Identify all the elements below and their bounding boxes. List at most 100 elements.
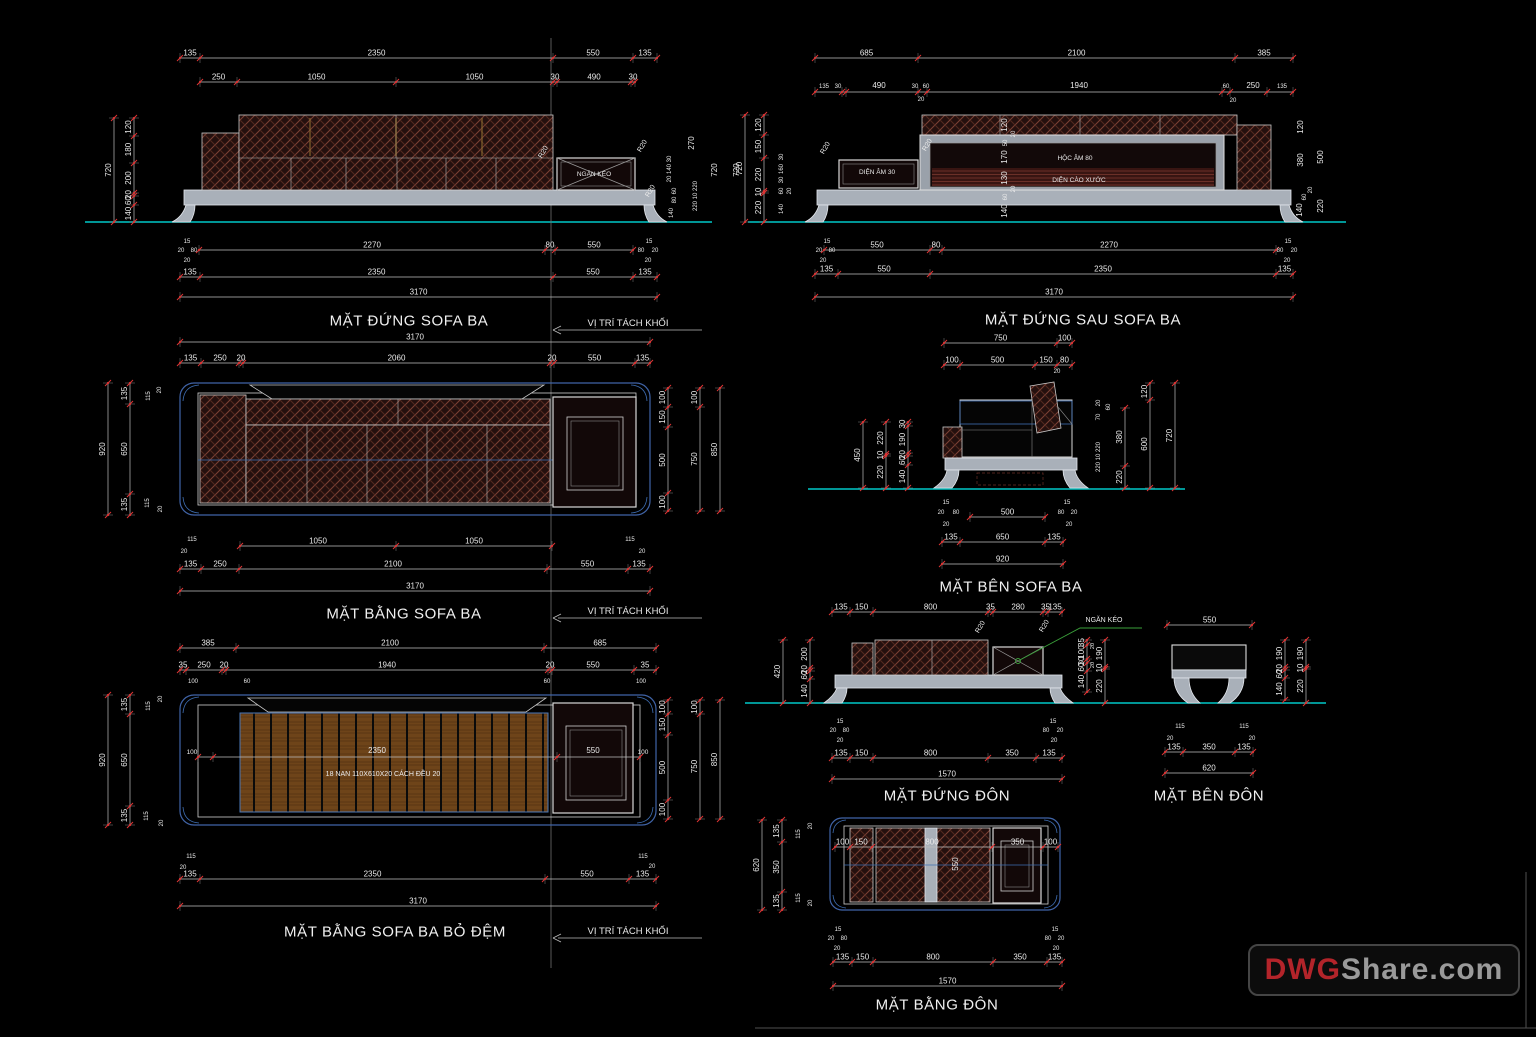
dim-tick-dot [666,491,670,495]
dim-tick-dot [196,755,200,759]
dim-text: 20 [1308,186,1314,193]
drawing-title-side-elevation-sofa: MẶT BÊN SOFA BA [939,578,1083,596]
dim-tick-dot [199,361,203,365]
dim-tick-dot [1251,750,1255,754]
dim-text: 20 [546,661,555,670]
dim-tick-dot [132,220,136,224]
dim-tick-dot [1228,90,1232,94]
dim-text: 60 [544,679,551,685]
dim-tick-dot [1034,756,1038,760]
dim-tick-dot [1070,363,1074,367]
dim-tick-dot [940,248,944,252]
dim-tick-dot [631,248,635,252]
dim-text: 220 10 220 [693,180,699,211]
dim-text: 100 [690,700,699,714]
dim-tick-dot [1163,771,1167,775]
dim-text: 550 [588,354,602,363]
dim-tick-dot [654,668,658,672]
dim-tick-dot [1033,363,1037,367]
dim-tick-dot [1304,701,1308,705]
dim-text: 20 [124,190,133,199]
dim-tick-dot [760,818,764,822]
dim-text: 150 [658,717,667,731]
dim-text: 220 [876,431,885,445]
dim-text: 10 [1296,663,1305,672]
dim-text: 30 [551,73,560,82]
dim-text: 150 [854,838,868,847]
dim-tick-dot [548,361,552,365]
dim-tick-dot [871,960,875,964]
dim-tick-dot [780,840,784,844]
dim-tick-dot [1085,643,1089,647]
dim-text: 3170 [1045,288,1063,297]
dim-text: 20 [1096,399,1102,406]
dim-tick-dot [833,845,837,849]
dim-text: NGĂN KÉO [1086,615,1124,624]
dim-text: 220 [1316,199,1325,213]
dim-tick-dot [1085,690,1089,694]
dim-text: 150 [754,139,763,153]
side-elevation-don-shape [1171,644,1247,704]
dim-text: 2350 [368,268,386,277]
dim-tick-dot [986,610,990,614]
dim-text: 800 [924,749,938,758]
dim-text: 920 [98,753,107,767]
dim-text: 135 [772,894,781,908]
dim-text: 30 [667,155,673,162]
dim-tick-dot [394,80,398,84]
dim-text: 20 [1011,185,1017,192]
dim-tick-dot [1283,676,1287,680]
dim-tick-dot [884,420,888,424]
dim-text: 1050 [309,537,327,546]
dim-text: 1570 [938,770,956,779]
dim-tick-dot [238,544,242,548]
dim-text: 650 [120,442,129,456]
dim-text: 30 [912,84,919,90]
dim-tick-dot [132,191,136,195]
dim-text: 20 [184,258,191,264]
dim-tick-dot [871,756,875,760]
dim-tick-dot [552,361,556,365]
dim-tick-dot [666,386,670,390]
dim-text: 20 [667,175,673,182]
dim-text: R20 [644,184,657,199]
dim-text: 20 [649,864,656,870]
dim-tick-dot [831,984,835,988]
dim-text: 15 [184,239,191,245]
dim-text: 80 [932,241,941,250]
dim-text: 20 [1071,510,1078,516]
dim-tick-dot [698,817,702,821]
dim-text: 20 [1275,664,1284,673]
dim-text: 135 [638,268,652,277]
dim-tick-dot [813,90,817,94]
dim-tick-dot [128,513,132,517]
dim-tick-dot [1173,486,1177,490]
dim-tick-dot [198,56,202,60]
dim-tick-dot [1291,90,1295,94]
dim-text: 100 [945,356,959,365]
dim-tick-dot [198,275,202,279]
dim-text: 80 [546,241,555,250]
dim-text: 115 [1239,724,1249,730]
dim-tick-dot [211,755,215,759]
dim-text: 100 [658,390,667,404]
dim-tick-dot [698,386,702,390]
dim-text: 35 [1041,603,1050,612]
dim-text: 350 [1202,743,1216,752]
drawing-title-side-elevation-don: MẶT BÊN ĐÔN [1153,787,1265,805]
dim-text: 20 [1230,98,1237,104]
dim-text: 135 [834,603,848,612]
dim-tick-dot [813,295,817,299]
dim-tick-dot [1085,661,1089,665]
dim-text: 720 [104,163,113,177]
dim-tick-dot [638,755,642,759]
dim-text: 685 [593,639,607,648]
dim-tick-dot [871,610,875,614]
dim-text: 490 [872,81,886,90]
dim-text: 490 [587,73,601,82]
dim-text: 135 [183,49,197,58]
dim-tick-dot [178,340,182,344]
dim-text: 650 [120,753,129,767]
dim-tick-dot [666,733,670,737]
